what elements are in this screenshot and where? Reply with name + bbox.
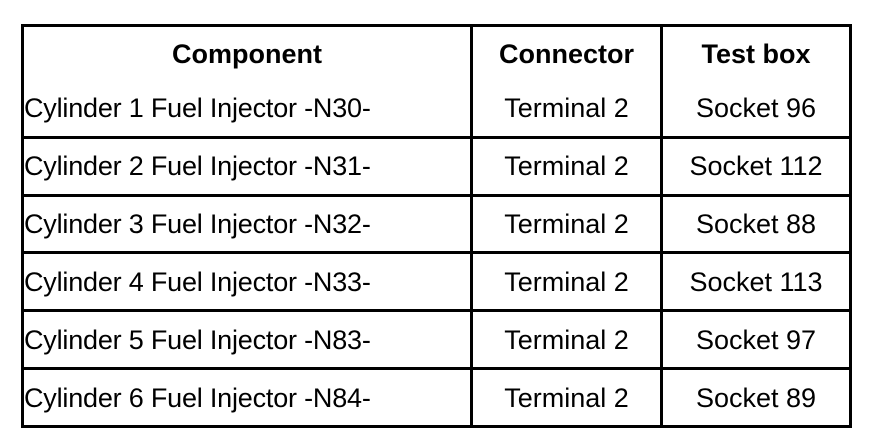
cell-connector: Terminal 2 bbox=[471, 252, 663, 313]
cell-component: Cylinder 4 Fuel Injector -N33- bbox=[22, 252, 473, 313]
table-header: Component Connector Test box bbox=[22, 25, 851, 81]
table-row: Cylinder 4 Fuel Injector -N33- Terminal … bbox=[22, 252, 851, 313]
fuel-injector-wiring-table: Component Connector Test box Cylinder 1 … bbox=[21, 24, 852, 428]
cell-connector: Terminal 2 bbox=[471, 310, 663, 371]
cell-component: Cylinder 6 Fuel Injector -N84- bbox=[22, 368, 473, 427]
cell-component: Cylinder 5 Fuel Injector -N83- bbox=[22, 310, 473, 371]
cell-component: Cylinder 1 Fuel Injector -N30- bbox=[22, 81, 473, 139]
column-header-test-box: Test box bbox=[701, 39, 811, 69]
column-header-component: Component bbox=[22, 25, 473, 81]
table-row: Cylinder 2 Fuel Injector -N31- Terminal … bbox=[22, 137, 851, 197]
cell-test-box: Socket 89 bbox=[695, 382, 817, 413]
table-header-row: Component Connector Test box bbox=[22, 25, 851, 81]
cell-component: Cylinder 2 Fuel Injector -N31- bbox=[22, 137, 473, 197]
cell-component: Cylinder 3 Fuel Injector -N32- bbox=[22, 195, 473, 255]
table-body: Cylinder 1 Fuel Injector -N30- Terminal … bbox=[22, 81, 851, 427]
cell-connector: Terminal 2 bbox=[471, 195, 663, 255]
cell-connector: Terminal 2 bbox=[471, 137, 663, 197]
cell-test-box: Socket 113 bbox=[661, 252, 851, 313]
table-row: Cylinder 6 Fuel Injector -N84- Terminal … bbox=[22, 368, 851, 427]
table-row: Cylinder 5 Fuel Injector -N83- Terminal … bbox=[22, 310, 851, 371]
cell-connector: Terminal 2 bbox=[471, 368, 663, 427]
table-row: Cylinder 3 Fuel Injector -N32- Terminal … bbox=[22, 195, 851, 255]
cell-test-box: Socket 97 bbox=[661, 310, 851, 371]
cell-connector: Terminal 2 bbox=[471, 81, 663, 139]
cell-test-box: Socket 88 bbox=[661, 195, 851, 255]
cell-test-box: Socket 96 bbox=[661, 81, 851, 139]
table-row: Cylinder 1 Fuel Injector -N30- Terminal … bbox=[22, 81, 851, 139]
cell-test-box: Socket 112 bbox=[661, 137, 851, 197]
column-header-connector: Connector bbox=[471, 25, 663, 81]
